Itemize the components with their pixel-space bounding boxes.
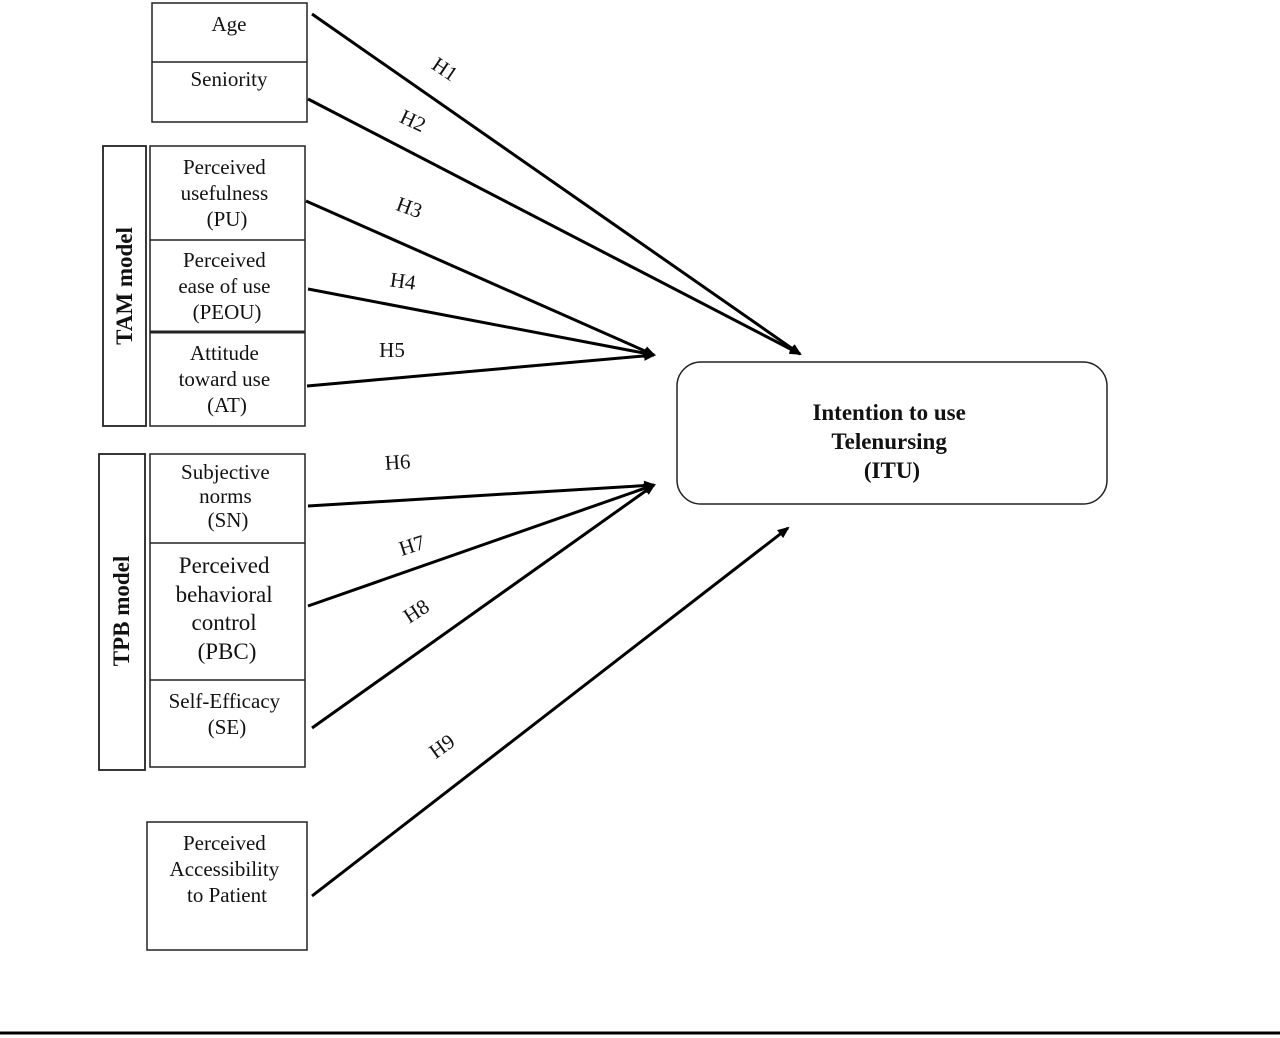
se-label: Self-Efficacy (SE) bbox=[169, 689, 286, 739]
pu-line-1: Perceived bbox=[183, 155, 266, 179]
pbc-label: Perceived behavioral control (PBC) bbox=[176, 553, 279, 664]
h9-label: H9 bbox=[424, 729, 459, 764]
pbc-line-1: Perceived bbox=[179, 553, 270, 578]
pap-line-2: Accessibility bbox=[170, 857, 280, 881]
se-line-2: (SE) bbox=[208, 715, 247, 739]
h3-arrow bbox=[305, 199, 656, 357]
pap-label: Perceived Accessibility to Patient bbox=[170, 831, 285, 907]
pu-line-2: usefulness bbox=[181, 181, 269, 205]
accessibility-box: Perceived Accessibility to Patient bbox=[146, 821, 308, 951]
age-label: Age bbox=[212, 12, 247, 36]
h4-arrow bbox=[307, 287, 656, 359]
pap-line-1: Perceived bbox=[183, 831, 266, 855]
se-line-1: Self-Efficacy bbox=[169, 689, 281, 713]
itu-label: Intention to use Telenursing (ITU) bbox=[812, 400, 971, 483]
at-line-2: toward use bbox=[179, 367, 271, 391]
h8-label: H8 bbox=[399, 594, 434, 628]
pbc-line-4: (PBC) bbox=[198, 639, 257, 664]
at-line-3: (AT) bbox=[207, 393, 247, 417]
h9-arrow bbox=[311, 526, 790, 898]
at-label: Attitude toward use (AT) bbox=[179, 341, 276, 417]
itu-line-2: Telenursing bbox=[831, 429, 947, 454]
tam-constructs: Perceived usefulness (PU) Perceived ease… bbox=[149, 145, 306, 427]
at-line-1: Attitude bbox=[190, 341, 259, 365]
tam-model-label: TAM model bbox=[112, 227, 137, 345]
sn-line-2: norms bbox=[199, 484, 252, 508]
tam-model-group: TAM model bbox=[102, 145, 147, 427]
h1-arrow bbox=[311, 12, 802, 356]
h7-arrow bbox=[307, 483, 656, 608]
h6-label: H6 bbox=[384, 449, 411, 475]
sn-line-3: (SN) bbox=[208, 508, 249, 532]
h6-arrow bbox=[307, 480, 656, 508]
h5-label: H5 bbox=[379, 338, 405, 362]
pbc-line-3: control bbox=[192, 610, 257, 635]
seniority-label: Seniority bbox=[191, 67, 268, 91]
hypothesis-arrows bbox=[305, 12, 802, 898]
h4-label: H4 bbox=[389, 267, 418, 294]
tpb-constructs: Subjective norms (SN) Perceived behavior… bbox=[149, 453, 306, 768]
h1-label: H1 bbox=[428, 52, 463, 86]
itu-line-3: (ITU) bbox=[864, 458, 920, 483]
peou-line-3: (PEOU) bbox=[193, 300, 262, 324]
itu-line-1: Intention to use bbox=[812, 400, 965, 425]
pap-line-3: to Patient bbox=[187, 883, 267, 907]
sn-line-1: Subjective bbox=[181, 460, 270, 484]
h2-label: H2 bbox=[396, 104, 429, 137]
pbc-line-2: behavioral bbox=[176, 582, 273, 607]
tpb-model-group: TPB model bbox=[98, 453, 146, 771]
peou-label: Perceived ease of use (PEOU) bbox=[178, 248, 275, 324]
h5-arrow bbox=[306, 350, 656, 388]
h3-label: H3 bbox=[393, 192, 425, 223]
sn-label: Subjective norms (SN) bbox=[181, 460, 275, 532]
h7-label: H7 bbox=[396, 530, 428, 561]
tpb-model-label: TPB model bbox=[109, 556, 134, 667]
h2-arrow bbox=[307, 97, 802, 356]
peou-line-1: Perceived bbox=[183, 248, 266, 272]
peou-line-2: ease of use bbox=[178, 274, 270, 298]
demographics-box: Age Seniority bbox=[151, 2, 308, 123]
pu-line-3: (PU) bbox=[207, 207, 248, 231]
h8-arrow bbox=[311, 483, 656, 730]
itu-target-box: Intention to use Telenursing (ITU) bbox=[676, 361, 1108, 505]
pu-label: Perceived usefulness (PU) bbox=[181, 155, 274, 231]
